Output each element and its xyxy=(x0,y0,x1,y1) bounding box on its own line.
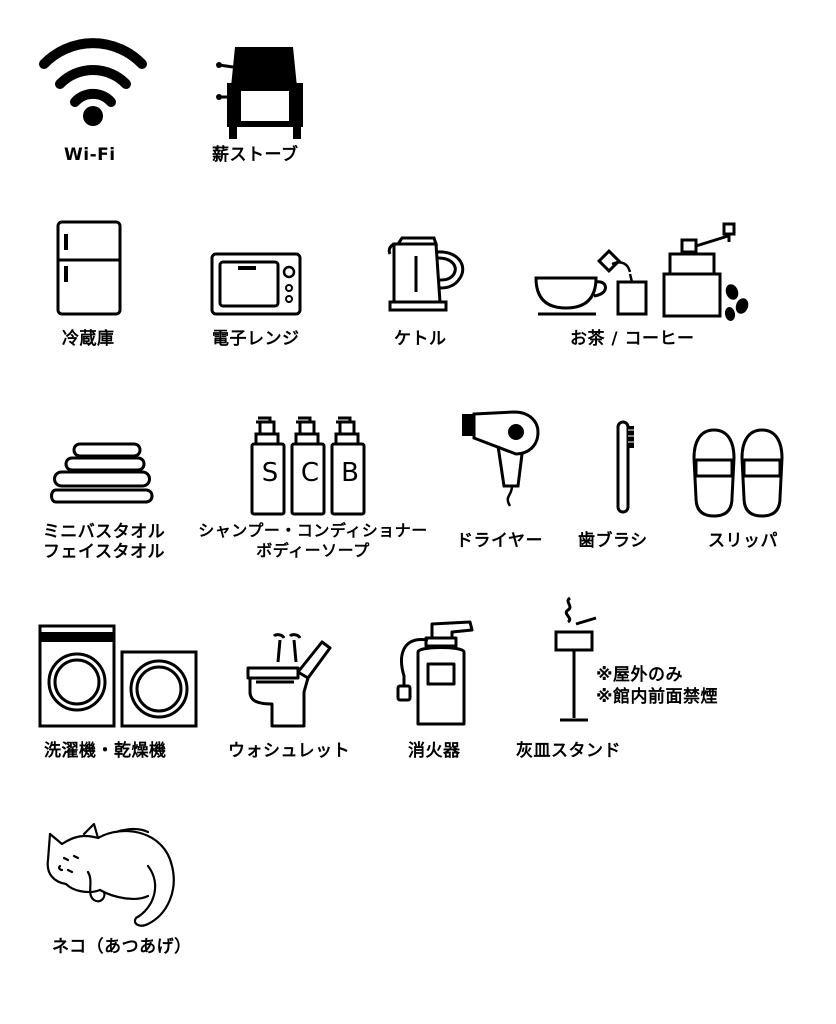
wood-stove-label: 薪ストーブ xyxy=(212,145,299,165)
microwave-label: 電子レンジ xyxy=(212,329,300,349)
wifi-icon xyxy=(38,38,148,130)
towels-label-line2: フェイスタオル xyxy=(43,542,165,562)
washer-dryer-icon xyxy=(38,624,200,728)
wood-stove-icon xyxy=(215,45,310,140)
towels-label-line1: ミニバスタオル xyxy=(42,522,166,542)
washlet-toilet-icon xyxy=(246,632,332,728)
refrigerator-label: 冷蔵庫 xyxy=(62,329,115,349)
slippers-label: スリッパ xyxy=(708,531,778,551)
tea-coffee-icon xyxy=(532,220,752,321)
washer-dryer-label: 洗濯機・乾燥機 xyxy=(44,741,167,761)
ashtray-stand-label: 灰皿スタンド xyxy=(516,741,621,761)
microwave-icon xyxy=(210,252,302,316)
kettle-icon xyxy=(387,236,468,316)
cat-label: ネコ（あつあげ） xyxy=(52,937,192,957)
sleeping-cat-icon xyxy=(44,820,178,928)
towel-stack-icon xyxy=(50,440,154,506)
ashtray-note-no-smoking-indoors: ※館内前面禁煙 xyxy=(596,687,719,707)
kettle-label: ケトル xyxy=(394,329,447,349)
toiletries-label-line2: ボディーソープ xyxy=(256,541,370,560)
hair-dryer-label: ドライヤー xyxy=(456,531,543,551)
shampoo-bottles-icon: S C B xyxy=(250,414,374,516)
ashtray-note-outdoor-only: ※屋外のみ xyxy=(596,665,684,685)
toiletries-label-line1: シャンプー・コンディショナー xyxy=(198,521,428,540)
wifi-label: Wi-Fi xyxy=(64,145,116,165)
tea-coffee-label: お茶 / コーヒー xyxy=(570,329,695,349)
toothbrush-label: 歯ブラシ xyxy=(578,531,648,551)
bottle-letter-b: B xyxy=(341,458,359,488)
toothbrush-icon xyxy=(614,420,638,516)
slippers-icon xyxy=(692,428,784,518)
bottle-letter-s: S xyxy=(261,458,279,488)
fire-extinguisher-label: 消火器 xyxy=(408,741,461,761)
washlet-label: ウォシュレット xyxy=(228,741,351,761)
ashtray-stand-icon xyxy=(552,594,612,726)
fire-extinguisher-icon xyxy=(392,620,476,728)
hair-dryer-icon xyxy=(460,406,546,508)
refrigerator-icon xyxy=(56,220,122,316)
bottle-letter-c: C xyxy=(300,458,320,488)
